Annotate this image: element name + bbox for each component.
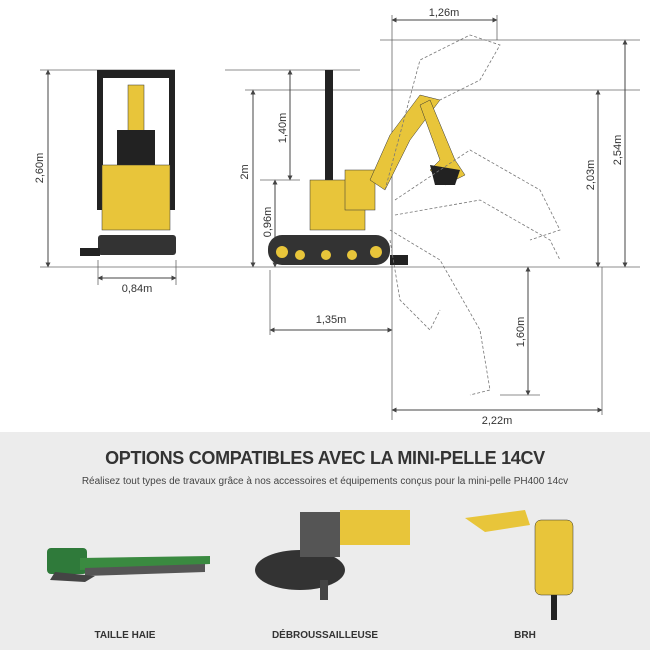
dim-body-height: 0,96m <box>262 207 274 238</box>
dim-rear-length: 1,35m <box>316 314 347 326</box>
brush-cutter-icon <box>255 510 410 600</box>
option-label: TAILLE HAIE <box>94 630 156 641</box>
arm-range-outlines <box>384 34 561 396</box>
dimension-diagram: 2,60m 0,84m 1,26m 1,40m 2m 0,96m 2,03m 2… <box>34 7 640 427</box>
option-taille-haie[interactable]: TAILLE HAIE <box>25 510 225 650</box>
options-title: OPTIONS COMPATIBLES AVEC LA MINI-PELLE 1… <box>105 448 545 468</box>
option-label: DÉBROUSSAILLEUSE <box>271 630 379 641</box>
excavator-side-view <box>268 70 466 265</box>
excavator-front-view <box>80 70 176 256</box>
dim-reach-top: 1,26m <box>429 7 460 19</box>
dim-max-reach: 2,22m <box>482 415 513 427</box>
dim-dig-depth: 1,60m <box>515 317 527 348</box>
hydraulic-breaker-icon <box>465 510 574 620</box>
dim-arm-height: 1,40m <box>277 113 289 144</box>
dim-max-height: 2,54m <box>612 135 624 166</box>
dim-width-front: 0,84m <box>122 283 153 295</box>
option-brh[interactable]: BRH <box>425 510 625 650</box>
dim-cab-height: 2m <box>239 164 251 179</box>
options-section: OPTIONS COMPATIBLES AVEC LA MINI-PELLE 1… <box>0 432 650 650</box>
dim-total-height-front: 2,60m <box>34 153 46 184</box>
hedge-trimmer-icon <box>47 548 210 582</box>
option-label: BRH <box>514 630 536 641</box>
options-subtitle: Réalisez tout types de travaux grâce à n… <box>81 476 569 487</box>
dim-dump-height: 2,03m <box>585 160 597 191</box>
option-debroussailleuse[interactable]: DÉBROUSSAILLEUSE <box>225 510 425 650</box>
